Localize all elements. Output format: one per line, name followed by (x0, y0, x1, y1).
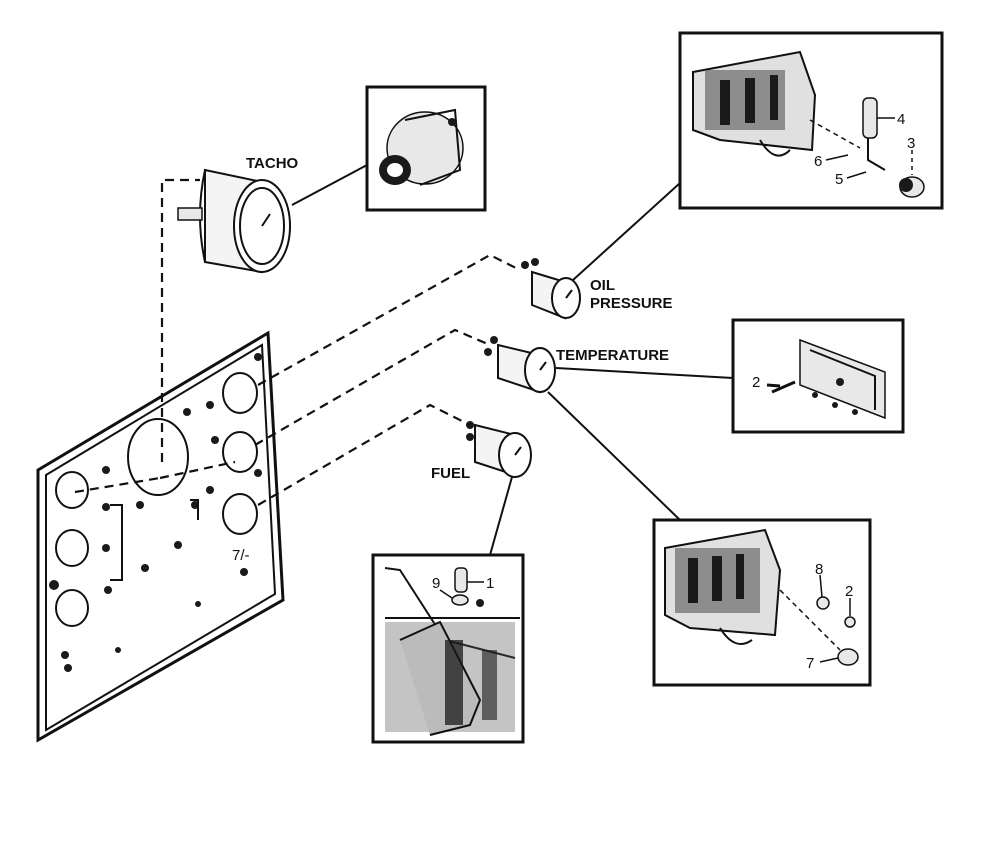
svg-text:7/-: 7/- (232, 547, 250, 564)
tacho-label: TACHO (246, 155, 299, 172)
callout-temp-engine-7: 7 (806, 655, 814, 672)
oil-pressure-label-line2: PRESSURE (590, 295, 673, 312)
tacho-alternator-inset (365, 85, 487, 212)
temperature-label: TEMPERATURE (556, 347, 669, 364)
callout-temp-sender-2: 2 (752, 374, 760, 391)
callout-oil-3: 3 (907, 135, 915, 152)
callout-temp-engine-2: 2 (845, 583, 853, 600)
callout-fuel-9: 9 (432, 575, 440, 592)
temperature-gauge (484, 336, 556, 394)
callout-temp-engine-8: 8 (815, 561, 823, 578)
temperature-sender-inset (731, 318, 905, 434)
callout-oil-5: 5 (835, 171, 843, 188)
fuel-tank-inset (371, 553, 525, 744)
instrument-panel: 7/- (36, 330, 285, 743)
oil-engine-inset (678, 31, 944, 210)
callout-oil-4: 4 (897, 111, 905, 128)
oil-pressure-gauge (521, 258, 581, 320)
temperature-engine-inset (652, 518, 872, 687)
tacho-gauge (177, 168, 291, 274)
callout-fuel-1: 1 (486, 575, 494, 592)
callout-oil-6: 6 (814, 153, 822, 170)
oil-pressure-label-line1: OIL (590, 277, 615, 294)
fuel-gauge (466, 421, 532, 478)
fuel-label: FUEL (431, 465, 470, 482)
dashed-connection-lines (74, 178, 521, 506)
